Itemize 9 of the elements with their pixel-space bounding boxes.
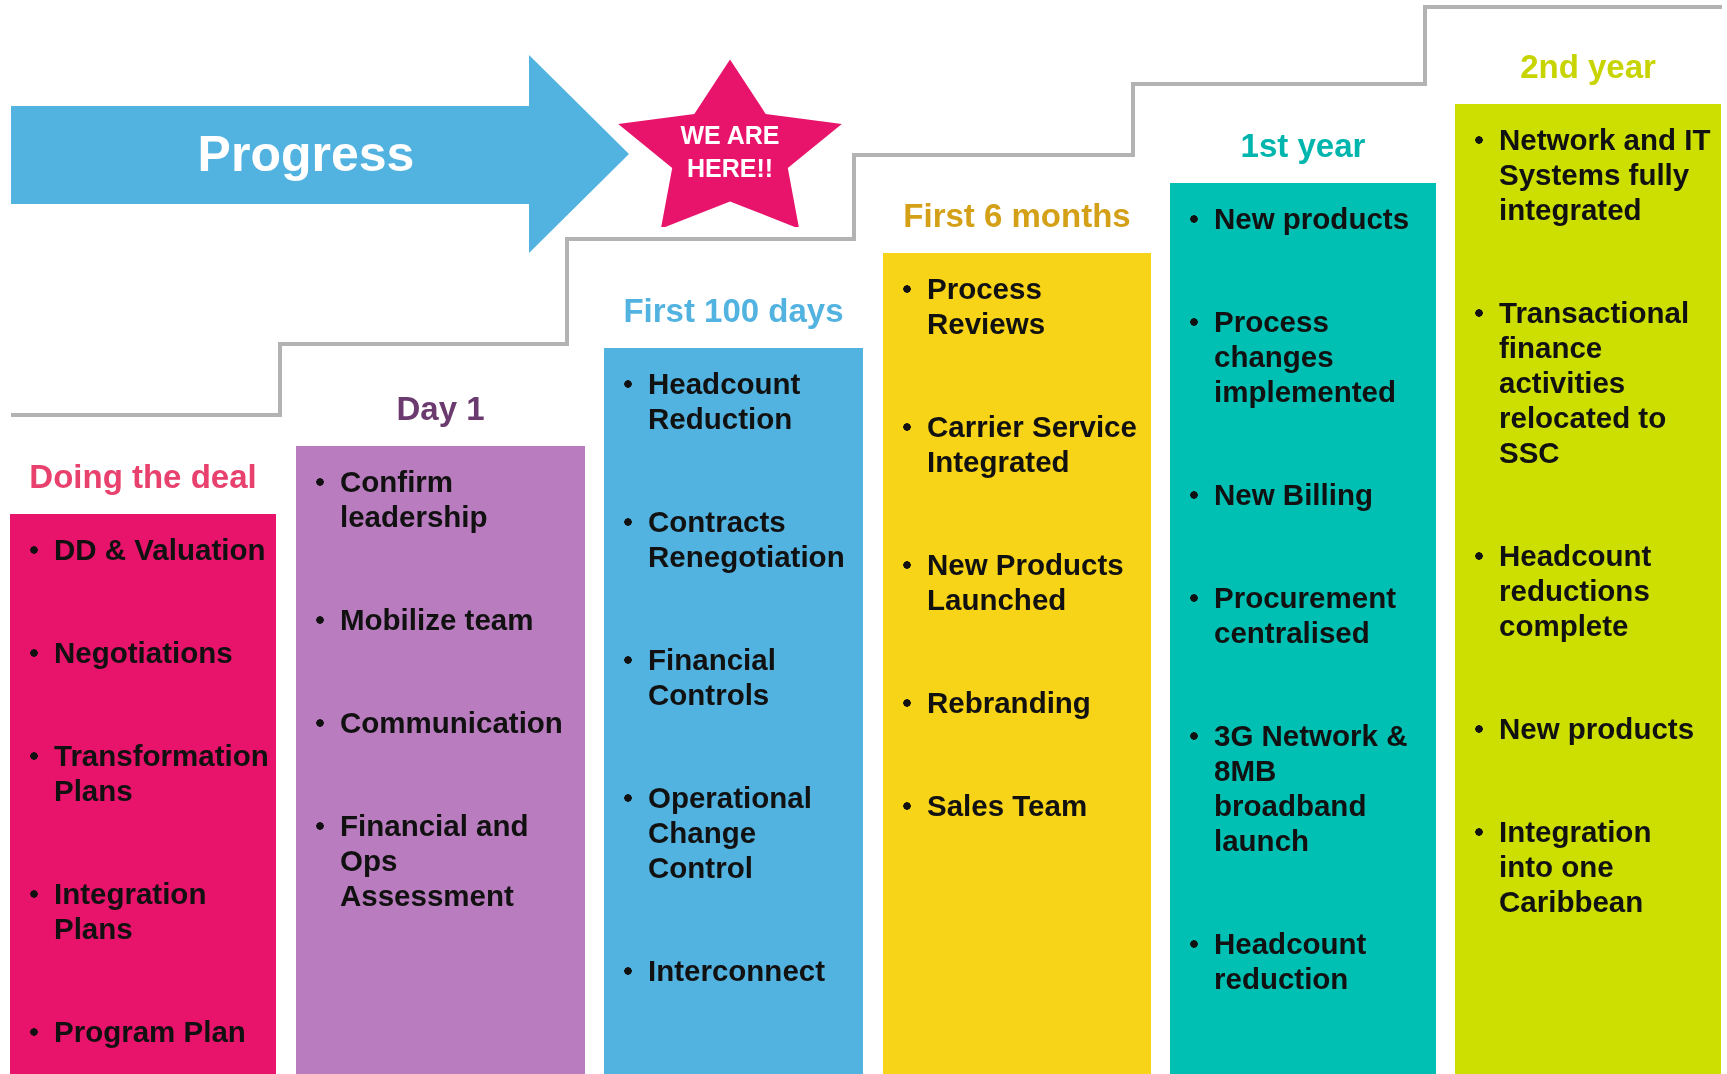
column-heading: First 6 months bbox=[902, 197, 1132, 235]
progress-arrow bbox=[11, 55, 629, 253]
column-heading: Day 1 bbox=[395, 390, 486, 428]
arrow-label: Progress bbox=[196, 125, 416, 183]
column-heading: 1st year bbox=[1239, 127, 1367, 165]
star-label: WE ARE HERE!! bbox=[679, 120, 781, 184]
column-heading: Doing the deal bbox=[28, 458, 258, 496]
column-heading: 2nd year bbox=[1519, 48, 1657, 86]
column-heading: First 100 days bbox=[622, 292, 845, 330]
